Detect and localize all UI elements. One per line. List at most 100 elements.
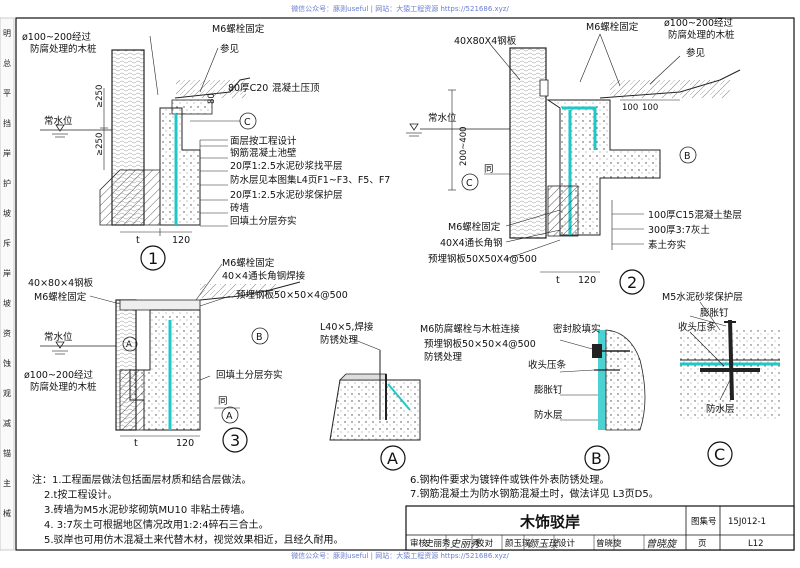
detail2-same: 同 <box>484 164 494 175</box>
sidebar-item: 主 <box>3 478 11 488</box>
check-label: 校对 <box>476 538 494 549</box>
detail1-callout-c: C <box>244 117 251 128</box>
detail1-layer-list: 面层按工程设计钢筋混凝土池壁20厚1:2.5水泥砂浆找平层防水层见本图集L4页F… <box>230 135 390 227</box>
note-item: 4. 3:7灰土可根据地区情况改用1:2:4碎石三合土。 <box>44 518 269 531</box>
detail-3: 40×80×4钢板 M6螺栓固定 M6螺栓固定 40×4通长角钢焊接 预埋钢板5… <box>24 257 348 453</box>
design-label: 设计 <box>558 538 576 549</box>
sidebar-item: 蚀 <box>3 358 11 368</box>
detailB-seal-label: 密封胶填实 <box>553 323 601 335</box>
sidebar-item: 坡 <box>3 208 11 218</box>
detail2-layer-item: 素土夯实 <box>648 239 686 251</box>
detail3-callout-a: A <box>126 340 132 350</box>
note-item: 注：1.工程面层做法包括面层材质和结合层做法。 <box>32 473 252 486</box>
sidebar-item: 岸 <box>3 269 11 278</box>
review-label: 审核 <box>410 538 428 549</box>
detail2-bolt-label: M6螺栓固定 <box>586 21 639 33</box>
detail3-bolt-a: M6螺栓固定 <box>222 257 275 269</box>
detail1-dim250a: ≥250 <box>95 85 105 108</box>
detail2-dim120: 120 <box>578 275 596 286</box>
detail2-angle-label: 40X4通长角钢 <box>440 237 503 249</box>
atlas-number: 15J012-1 <box>728 517 766 527</box>
detail1-layer-item: 防水层见本图集L4页F1~F3、F5、F7 <box>230 174 390 186</box>
design-name: 曾晓旋 <box>596 538 622 549</box>
detailC-nail-label: 膨胀钉 <box>700 307 729 319</box>
detail2-layer-item: 300厚3:7灰土 <box>648 224 710 236</box>
detail3-dim120: 120 <box>176 438 194 449</box>
detail1-slab-b-label: 混凝土压顶 <box>272 82 320 94</box>
detail1-water-label: 常水位 <box>44 115 73 127</box>
detailB-nail-label: 膨胀钉 <box>534 384 563 396</box>
note-item: 5.驳岸也可用仿木混凝土来代替木材，视觉效果相近，且经久耐用。 <box>44 533 344 546</box>
detailB-wp-label: 防水层 <box>534 409 563 421</box>
detail2-dim100a: 100 <box>622 103 638 113</box>
detail-a: L40×5,焊接 防锈处理 A <box>320 321 421 471</box>
detail1-layer-item: 20厚1:2.5水泥砂浆保护层 <box>230 189 342 201</box>
sidebar-item: 坡 <box>3 298 11 308</box>
note-item: 2.t按工程设计。 <box>44 488 117 501</box>
detail2-stake-label: ø100~200经过防腐处理的木桩 <box>664 17 735 41</box>
sidebar-item: 明 <box>3 29 11 38</box>
detailA-label: A <box>387 449 398 468</box>
detail1-ref-label: 参见 <box>220 43 239 55</box>
detail3-number: 3 <box>230 431 240 450</box>
detail1-layer-item: 20厚1:2.5水泥砂浆找平层 <box>230 160 342 172</box>
detail2-callout-c: C <box>466 178 473 189</box>
detail3-embed-label: 预埋钢板50×50×4@500 <box>236 289 348 301</box>
detail3-callout-b: B <box>256 332 263 343</box>
detail1-dim80: 80 <box>207 93 217 104</box>
detail1-layer-item: 面层按工程设计 <box>230 135 297 147</box>
detail1-slab-label: 80厚C20 <box>228 83 268 94</box>
detailC-label: C <box>714 445 725 464</box>
page-number: L12 <box>748 539 764 549</box>
detail3-water-label: 常水位 <box>44 331 73 343</box>
detail3-callout-a2: A <box>226 411 233 422</box>
detail2-dim-label: 200~400 <box>459 126 469 166</box>
detailB-bolt-label: M6防腐螺栓与木桩连接 <box>420 323 520 335</box>
detail1-dim120: 120 <box>172 235 190 246</box>
note-item: 3.砖墙为M5水泥砂浆砌筑MU10 非粘土砖墙。 <box>44 503 250 516</box>
detailB-embed-label: 预埋钢板50×50×4@500 <box>424 338 536 350</box>
notes-left: 注：1.工程面层做法包括面层材质和结合层做法。 2.t按工程设计。 3.砖墙为M5水… <box>32 473 344 546</box>
sidebar-item: 斥 <box>3 238 11 248</box>
review-signature: 史丽秀 <box>450 538 481 550</box>
sidebar-item: 械 <box>3 508 11 518</box>
notes-right: 6.钢构件要求为镀锌件或铁件外表防锈处理。7.钢筋混凝土为防水钢筋混凝土时，做法… <box>410 473 659 500</box>
detail-b: M6防腐螺栓与木桩连接 密封胶填实 预埋钢板50×50×4@500 防锈处理 收… <box>420 323 646 471</box>
detail-c: M5水泥砂浆保护层 膨胀钉 收头压条 防水层 C <box>662 291 780 467</box>
detail1-layer-item: 回填土分层夯实 <box>230 215 297 227</box>
detailB-strip-label: 收头压条 <box>528 359 567 371</box>
detail2-dim100b: 100 <box>642 103 658 113</box>
detailC-mortar-label: M5水泥砂浆保护层 <box>662 291 743 303</box>
detail1-stake-label: ø100~200经过防腐处理的木桩 <box>22 31 97 55</box>
watermark-bottom: 微信公众号：豚则useful | 网站：大猿工程资源 https://52168… <box>291 551 509 560</box>
sidebar-item: 资 <box>3 328 11 338</box>
design-signature: 曾晓旋 <box>646 538 678 550</box>
sidebar-item: 减 <box>3 418 11 428</box>
detail2-t: t <box>556 275 560 286</box>
detail-2: 40X80X4钢板 M6螺栓固定 ø100~200经过防腐处理的木桩 参见 20… <box>406 17 742 295</box>
sidebar-item: 岸 <box>3 149 11 158</box>
page-label: 页 <box>698 539 707 549</box>
drawing-title: 木饰驳岸 <box>519 513 580 531</box>
watermark-top: 微信公众号：豚则useful | 网站：大猿工程资源 https://52168… <box>291 4 509 13</box>
detail2-plate-label: 40X80X4钢板 <box>454 35 517 47</box>
sidebar-item: 护 <box>3 178 11 188</box>
detail2-layer-item: 100厚C15混凝土垫层 <box>648 209 742 221</box>
detail2-number: 2 <box>627 273 637 292</box>
detailC-wp-label: 防水层 <box>706 403 735 415</box>
detail2-callout-b: B <box>684 151 691 162</box>
sidebar-item: 观 <box>3 389 11 398</box>
atlas-label: 图集号 <box>691 516 717 527</box>
detail1-number: 1 <box>148 249 158 268</box>
detail3-t: t <box>134 438 138 449</box>
check-signature: 颜玉璞 <box>528 538 560 550</box>
detail1-layer-item: 砖墙 <box>230 202 250 214</box>
detail3-same: 同 <box>218 396 228 407</box>
detail1-dim250b: ≥250 <box>95 133 105 156</box>
detail1-bolt-label: M6螺栓固定 <box>212 23 265 35</box>
detail2-bolt2-label: M6螺栓固定 <box>448 221 501 233</box>
review-name: 史丽秀 <box>425 538 451 549</box>
